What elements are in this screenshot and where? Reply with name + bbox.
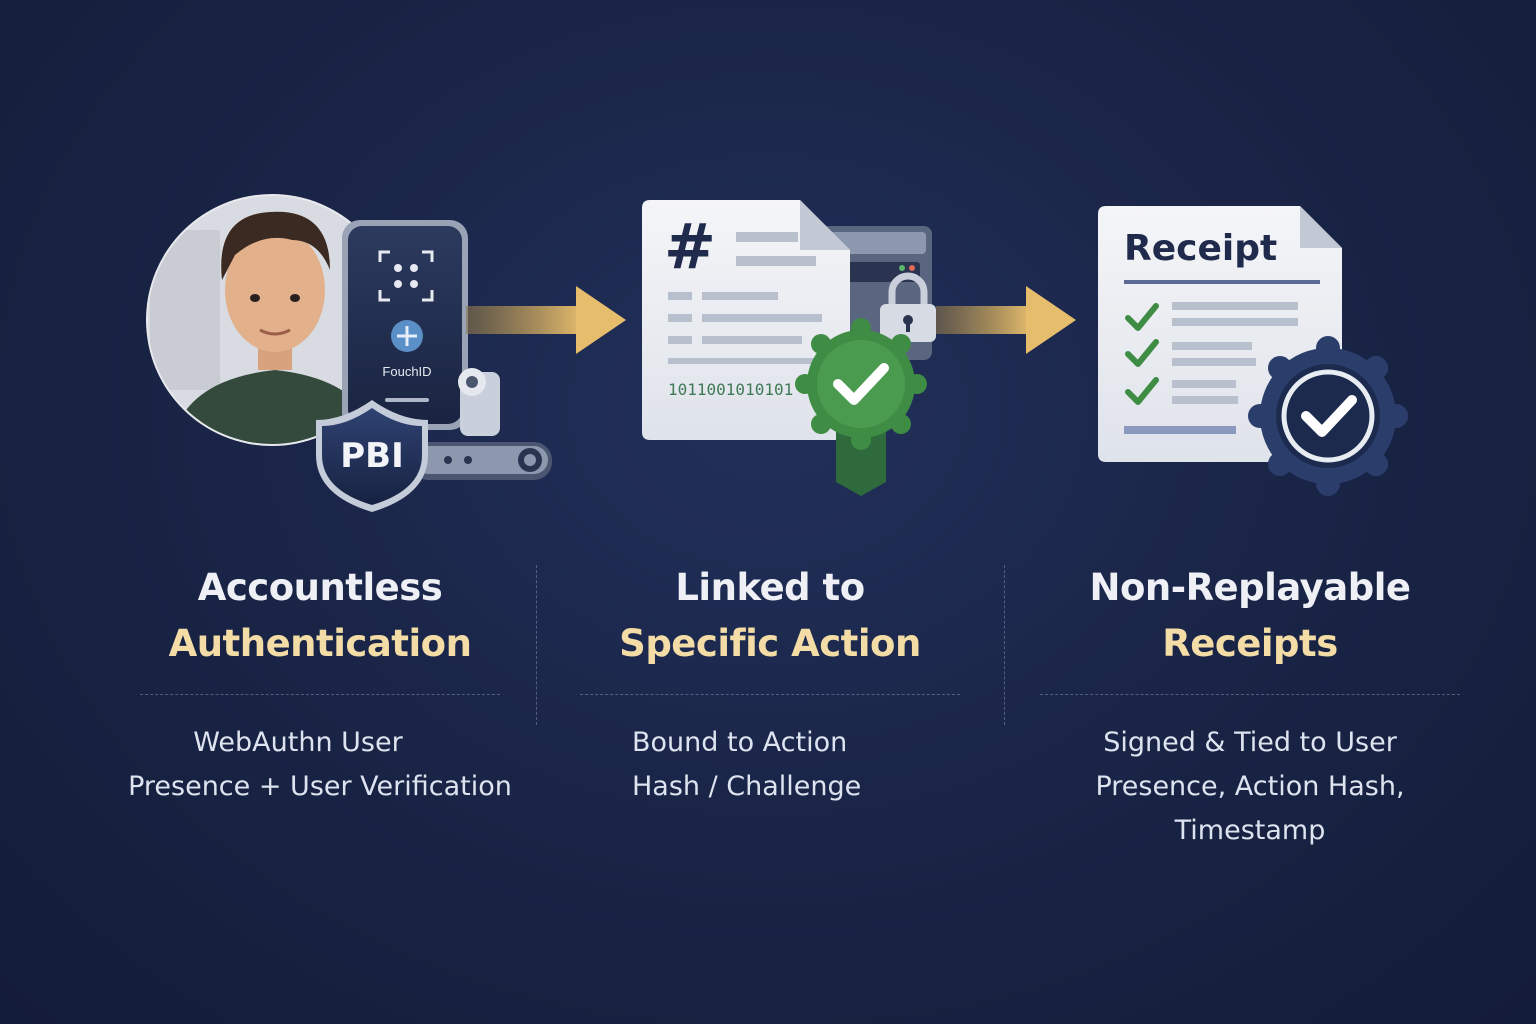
step-3-desc-line1: Signed & Tied to User: [1103, 727, 1397, 758]
column-divider: [536, 565, 537, 725]
binary-text: 1011001010101: [668, 380, 793, 399]
step-2-title-line2: Specific Action: [619, 622, 921, 665]
phone-label: FouchID: [382, 364, 431, 379]
step-2-desc-line2: Hash / Challenge: [632, 771, 862, 802]
step-2-title-line1: Linked to: [675, 566, 865, 609]
arrow-right-icon: [936, 286, 1076, 354]
shield-icon: PBI: [316, 400, 428, 512]
arrow-right-icon: [466, 286, 626, 354]
step-3-title: Non-Replayable Receipts: [1020, 560, 1480, 672]
step-1-rule: [140, 694, 500, 695]
checkmark-icon: [1125, 303, 1159, 405]
verified-badge-icon: [795, 318, 927, 496]
phone-faceid-icon: FouchID: [342, 220, 468, 430]
usb-key-icon: [410, 368, 552, 480]
step-3-column: Non-Replayable Receipts Signed & Tied to…: [1020, 560, 1480, 853]
step-1-title-line2: Authentication: [168, 622, 472, 665]
step-1-column: Accountless Authentication WebAuthn User…: [110, 560, 530, 809]
seal-badge-icon: [1248, 336, 1408, 496]
step-2-rule: [580, 694, 960, 695]
step-3-title-line1: Non-Replayable: [1089, 566, 1411, 609]
step-1-description: WebAuthn User Presence + User Verificati…: [110, 721, 530, 809]
step-1-title-line1: Accountless: [197, 566, 443, 609]
step-2-desc-line1: Bound to Action: [632, 727, 848, 758]
step-3-description: Signed & Tied to User Presence, Action H…: [1020, 721, 1480, 853]
step-3-desc-line2: Presence, Action Hash, Timestamp: [1095, 771, 1405, 846]
hash-symbol: #: [664, 210, 716, 283]
step-1-desc-line2: Presence + User Verification: [128, 771, 512, 802]
step-1-desc-line1: WebAuthn User: [193, 727, 403, 758]
shield-text: PBI: [340, 436, 403, 476]
step-3-rule: [1040, 694, 1460, 695]
receipt-title: Receipt: [1124, 228, 1277, 269]
step-2-column: Linked to Specific Action Bound to Actio…: [560, 560, 980, 809]
step-1-title: Accountless Authentication: [110, 560, 530, 672]
step-2-description: Bound to Action Hash / Challenge: [560, 721, 980, 809]
step-2-title: Linked to Specific Action: [560, 560, 980, 672]
step-3-title-line2: Receipts: [1162, 622, 1338, 665]
column-divider: [1004, 565, 1005, 725]
lock-icon: [880, 272, 936, 342]
